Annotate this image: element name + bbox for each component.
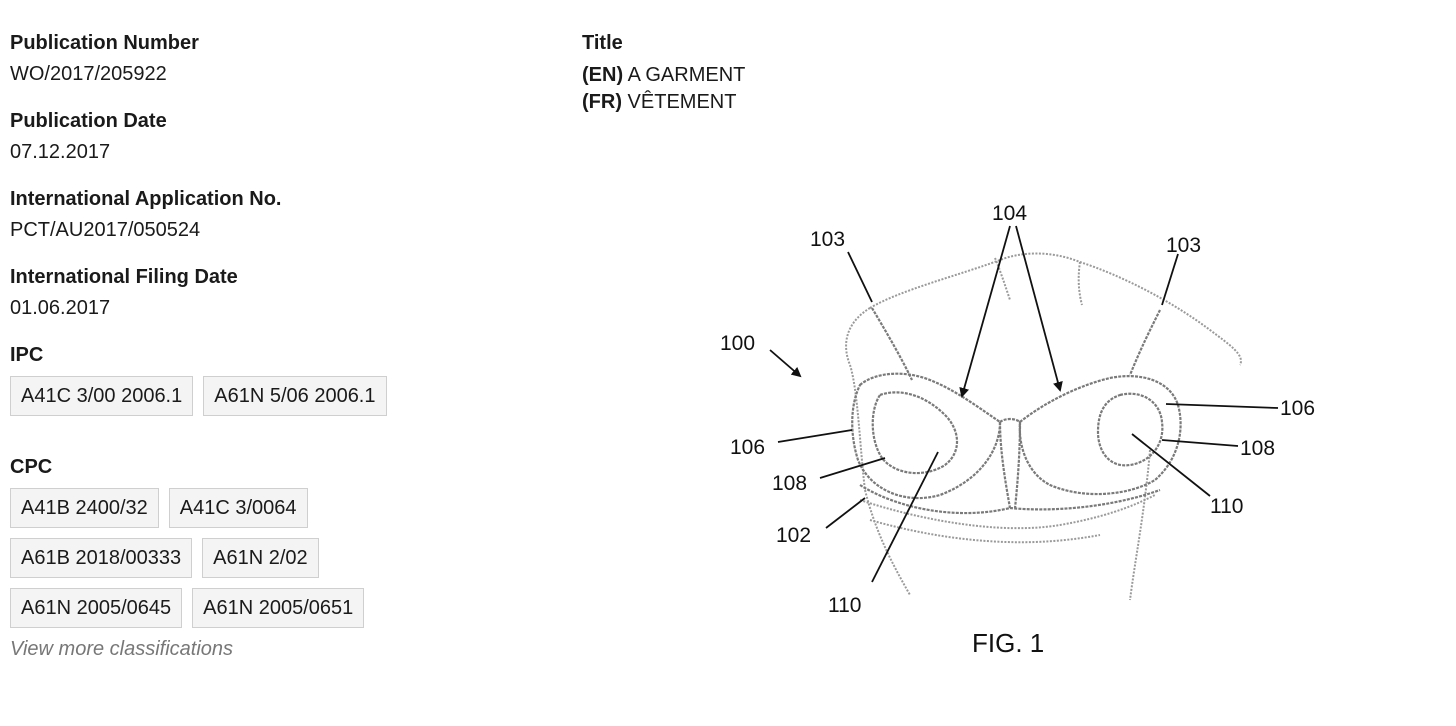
title-en-tag: (EN)	[582, 64, 624, 86]
publication-number-field: Publication Number WO/2017/205922	[10, 30, 530, 88]
filing-date-field: International Filing Date 01.06.2017	[10, 264, 530, 322]
ipc-label: IPC	[10, 344, 44, 366]
cpc-chip[interactable]: A41B 2400/32	[10, 488, 159, 528]
title-en: (EN) A GARMENT	[582, 62, 1282, 89]
application-no-label: International Application No.	[10, 188, 282, 210]
ref-label-103: 103	[1166, 234, 1201, 257]
ref-label-102: 102	[776, 524, 811, 547]
publication-number-label: Publication Number	[10, 32, 199, 54]
ref-label-108: 108	[772, 472, 807, 495]
title-en-text: A GARMENT	[627, 64, 746, 86]
ipc-chip[interactable]: A61N 5/06 2006.1	[203, 376, 387, 416]
cpc-section: CPC A41B 2400/32 A41C 3/0064 A61B 2018/0…	[10, 454, 530, 661]
title-label: Title	[582, 32, 623, 54]
cpc-chip[interactable]: A41C 3/0064	[168, 488, 308, 528]
publication-date-value: 07.12.2017	[10, 141, 111, 163]
leader-lines	[769, 225, 1279, 583]
publication-date-field: Publication Date 07.12.2017	[10, 108, 530, 166]
cpc-chip-list: A41B 2400/32 A41C 3/0064 A61B 2018/00333…	[10, 488, 410, 628]
ref-label-100: 100	[720, 332, 755, 355]
ref-label-106: 106	[730, 436, 765, 459]
ipc-chip[interactable]: A41C 3/00 2006.1	[10, 376, 194, 416]
ref-label-106: 106	[1280, 397, 1315, 420]
cpc-label: CPC	[10, 456, 53, 478]
cpc-chip[interactable]: A61B 2018/00333	[10, 538, 193, 578]
title-section: Title (EN) A GARMENT (FR) VÊTEMENT	[582, 30, 1282, 116]
figure-caption: FIG. 1	[972, 628, 1045, 658]
view-more-classifications-link[interactable]: View more classifications	[10, 638, 234, 660]
application-no-value: PCT/AU2017/050524	[10, 219, 201, 241]
filing-date-label: International Filing Date	[10, 266, 238, 288]
title-fr-tag: (FR)	[582, 91, 622, 113]
title-fr: (FR) VÊTEMENT	[582, 89, 1282, 116]
publication-date-label: Publication Date	[10, 110, 167, 132]
ref-label-103: 103	[810, 228, 845, 251]
ipc-chip-list: A41C 3/00 2006.1 A61N 5/06 2006.1	[10, 376, 410, 416]
cpc-chip[interactable]: A61N 2/02	[202, 538, 319, 578]
ipc-section: IPC A41C 3/00 2006.1 A61N 5/06 2006.1	[10, 342, 530, 416]
cpc-chip[interactable]: A61N 2005/0645	[10, 588, 183, 628]
cpc-chip[interactable]: A61N 2005/0651	[192, 588, 365, 628]
application-no-field: International Application No. PCT/AU2017…	[10, 186, 530, 244]
bibliographic-data: Publication Number WO/2017/205922 Public…	[10, 30, 530, 661]
ref-label-104: 104	[992, 202, 1027, 225]
ref-label-108: 108	[1240, 437, 1275, 460]
ref-label-110: 110	[828, 594, 861, 617]
ref-label-110: 110	[1210, 495, 1243, 518]
filing-date-value: 01.06.2017	[10, 297, 111, 319]
garment-outline	[851, 307, 1182, 515]
patent-drawing: 103 103 104 100 106 108 102 110 106 108 …	[700, 190, 1340, 670]
garment-drawing-svg: 103 103 104 100 106 108 102 110 106 108 …	[720, 202, 1315, 617]
publication-number-value: WO/2017/205922	[10, 63, 167, 85]
mannequin-outline	[845, 252, 1242, 601]
title-fr-text: VÊTEMENT	[627, 91, 737, 113]
